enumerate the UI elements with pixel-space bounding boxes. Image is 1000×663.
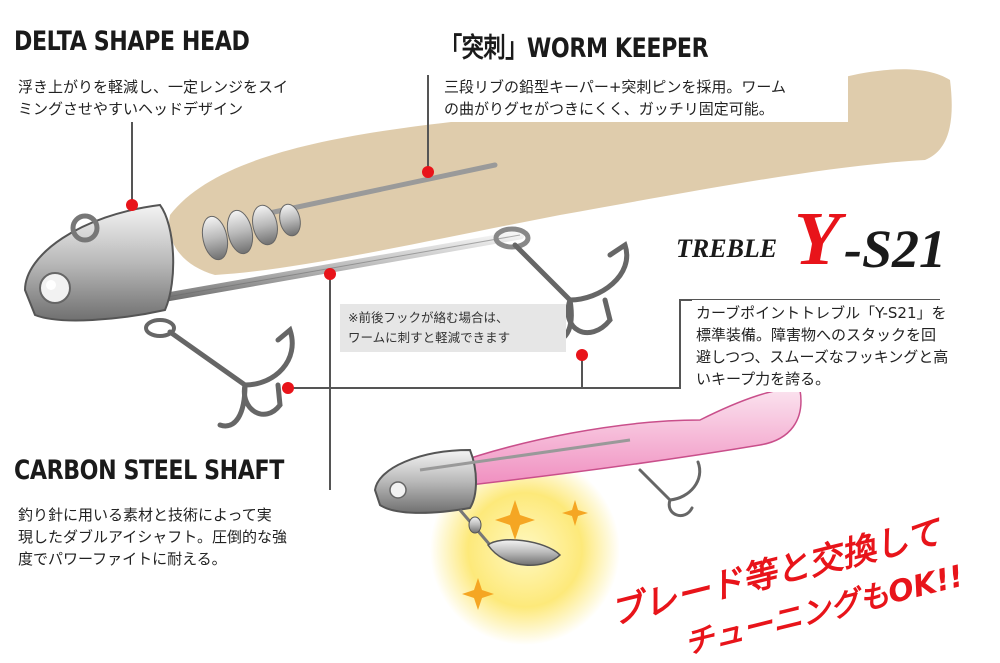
desc-line: の曲がりグセがつきにくく、ガッチリ固定可能。 — [444, 100, 774, 118]
desc-line: 三段リブの鉛型キーパー+突刺ピンを採用。ワーム — [444, 78, 786, 96]
hook-tangle-note: ※前後フックが絡む場合は、 ワームに刺すと軽減できます — [340, 304, 566, 352]
worm-keeper-ribs — [201, 203, 301, 261]
desc-line: 標準装備。障害物へのスタックを回 — [696, 326, 937, 344]
treble-ys21-logo: TREBLE Y -S21 — [676, 196, 976, 286]
note-line: ワームに刺すと軽減できます — [348, 330, 511, 345]
jighead-illustration — [23, 203, 175, 322]
delta-shape-head-title: DELTA SHAPE HEAD — [14, 26, 250, 57]
logo-s21: -S21 — [844, 219, 947, 279]
sparkle-icon — [462, 500, 588, 610]
note-line: ※前後フックが絡む場合は、 — [348, 310, 509, 325]
desc-line: いキープ力を誇る。 — [696, 370, 831, 388]
carbon-steel-shaft-title: CARBON STEEL SHAFT — [14, 455, 284, 486]
desc-line: 浮き上がりを軽減し、一定レンジをスイ — [18, 78, 289, 96]
product-infographic: DELTA SHAPE HEAD 「突刺」WORM KEEPER CARBON … — [14, 26, 990, 662]
worm-keeper-description: 三段リブの鉛型キーパー+突刺ピンを採用。ワーム の曲がりグセがつきにくく、ガッチ… — [440, 74, 848, 122]
jighead-illustration — [373, 448, 477, 514]
desc-line: ミングさせやすいヘッドデザイン — [18, 100, 244, 118]
desc-line: カーブポイントトレブル「Y-S21」を — [696, 304, 947, 322]
treble-hook-icon — [144, 318, 295, 429]
delta-shape-head-description: 浮き上がりを軽減し、一定レンジをスイ ミングさせやすいヘッドデザイン — [14, 74, 342, 122]
soft-worm-illustration — [448, 388, 802, 486]
treble-hook-description: カーブポイントトレブル「Y-S21」を 標準装備。障害物へのスタックを回 避しつ… — [692, 300, 990, 392]
carbon-steel-shaft-description: 釣り針に用いる素材と技術によって実 現したダブルアイシャフト。圧倒的な強 度でパ… — [14, 502, 322, 572]
worm-keeper-title: 「突刺」WORM KEEPER — [440, 33, 709, 64]
treble-hook-icon — [638, 460, 702, 518]
logo-y: Y — [794, 197, 841, 281]
desc-line: 避しつつ、スムーズなフッキングと高 — [696, 348, 949, 366]
desc-line: 釣り針に用いる素材と技術によって実 — [18, 506, 272, 524]
blade-spinner-icon — [458, 509, 562, 566]
desc-line: 度でパワーファイトに耐える。 — [18, 550, 227, 568]
logo-treble: TREBLE — [676, 234, 778, 263]
desc-line: 現したダブルアイシャフト。圧倒的な強 — [18, 528, 287, 546]
